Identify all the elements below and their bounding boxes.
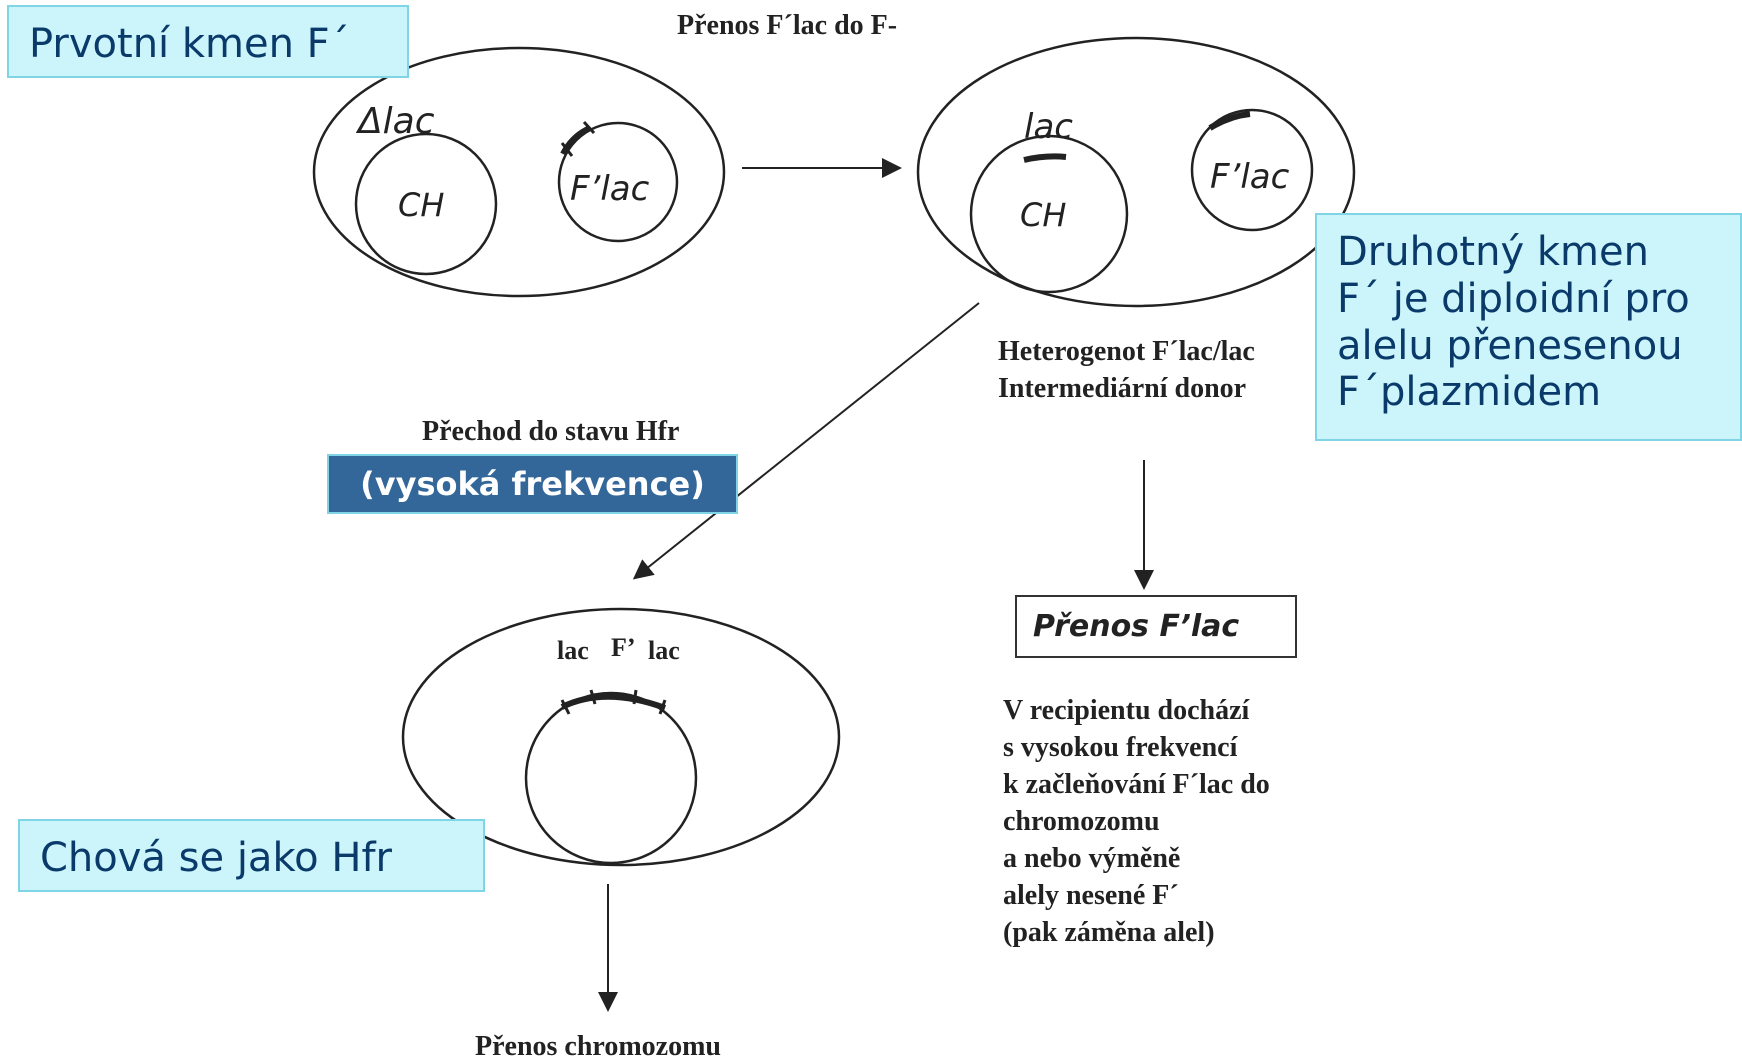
chromosome-circle-3: [524, 691, 698, 865]
plasmid-circle-1: [557, 121, 679, 243]
deletion-lac-label: Δlac: [355, 101, 435, 142]
plasmid-lac-segment-2: [1208, 111, 1251, 131]
gene-lac-label: lac: [1024, 107, 1073, 147]
chromosome-transfer-label: Přenos chromozomu: [475, 1031, 721, 1062]
integrated-plasmid-segment: [560, 693, 667, 711]
recipient-line: (pak záměna alel): [1003, 917, 1215, 948]
secondary-strain-callout: Druhotný kmen F´ je diploidní pro alelu …: [1315, 213, 1742, 441]
hfr-lac-label-left: lac: [557, 636, 589, 665]
plasmid-transfer-box: Přenos F’lac: [1015, 595, 1297, 658]
secondary-callout-line: F´ je diploidní pro: [1337, 275, 1690, 322]
diagram-title: Přenos F´lac do F-: [677, 10, 898, 41]
hfr-lac-label-right: lac: [648, 636, 680, 665]
recipient-line: alely nesené F´: [1003, 880, 1179, 911]
plasmid-label-2: F’lac: [1210, 157, 1290, 197]
frequency-badge: (vysoká frekvence): [327, 454, 738, 514]
secondary-callout-line: Druhotný kmen: [1337, 229, 1649, 275]
recipient-line: V recipientu dochází: [1003, 695, 1250, 726]
plasmid-lac-segment-1: [560, 125, 592, 156]
recipient-line: chromozomu: [1003, 806, 1160, 837]
heterogenote-label: Heterogenot F´lac/lac: [998, 336, 1255, 367]
secondary-callout-line: alelu přenesenou: [1337, 322, 1683, 369]
chromosome-circle-1: [354, 132, 498, 276]
chromosome-label-1: CH: [398, 186, 444, 224]
hfr-cell: [401, 607, 841, 867]
primary-strain-callout: Prvotní kmen F´: [7, 5, 409, 78]
chromosome-label-2: CH: [1020, 196, 1066, 234]
secondary-callout-line: F´plazmidem: [1337, 369, 1602, 416]
plasmid-label-1: F’lac: [570, 169, 650, 209]
recipient-line: k začleňování F´lac do: [1003, 769, 1270, 800]
plasmid-circle-2: [1190, 108, 1314, 232]
recipient-description: V recipientu dochází s vysokou frekvencí…: [1003, 692, 1270, 951]
recipient-line: a nebo výměně: [1003, 843, 1181, 874]
hfr-transition-arrow: [632, 302, 980, 580]
hfr-f-label: F’: [611, 633, 636, 662]
hfr-transition-label: Přechod do stavu Hfr: [422, 416, 680, 447]
chromosome-lac-segment: [1023, 153, 1067, 163]
donor-cell: Δlac CH F’lac: [312, 46, 726, 298]
heterogenote-cell: lac CH F’lac: [916, 36, 1356, 308]
hfr-behavior-callout: Chová se jako Hfr: [18, 819, 485, 892]
chromosome-circle-2: [969, 134, 1129, 294]
recipient-line: s vysokou frekvencí: [1003, 732, 1238, 763]
intermediate-donor-label: Intermediární donor: [998, 373, 1247, 404]
